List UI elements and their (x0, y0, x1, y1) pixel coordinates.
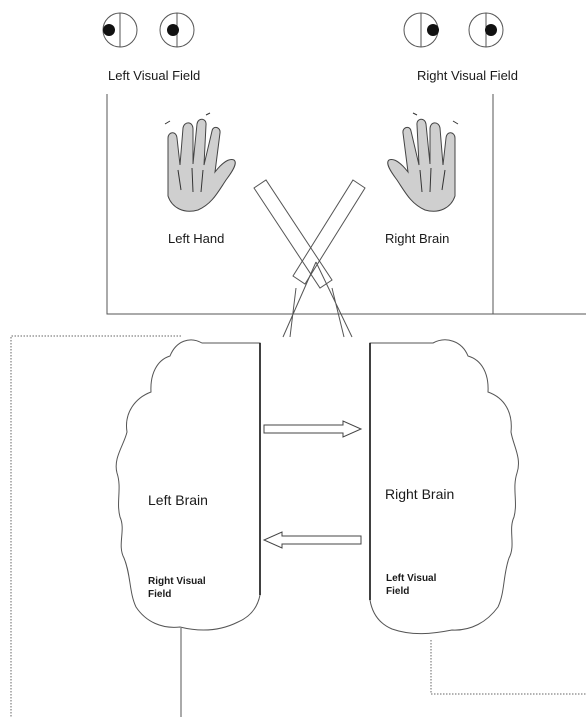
left-visual-field-label: Left Visual Field (108, 68, 200, 83)
right-field-eyes (403, 12, 504, 48)
eye-icon (102, 12, 138, 48)
left-hand-label: Left Hand (168, 231, 224, 246)
arrow-left-icon (262, 531, 362, 549)
eye-icon (403, 12, 439, 48)
right-brain-top-label: Right Brain (385, 231, 449, 246)
crossing-tube (292, 179, 366, 285)
right-visual-field-label: Right Visual Field (417, 68, 518, 83)
right-brain-field-line2: Field (386, 586, 409, 597)
right-hemisphere (369, 339, 519, 635)
stimulus-box (106, 94, 586, 315)
hand-icon (387, 112, 459, 212)
optic-lines (282, 261, 353, 338)
right-brain-label: Right Brain (385, 486, 454, 502)
eye-icon (468, 12, 504, 48)
left-field-eyes (102, 12, 195, 48)
left-brain-field-line1: Right Visual (148, 576, 206, 587)
right-pathway (430, 640, 586, 695)
arrow-right-icon (263, 420, 363, 438)
left-hemisphere (115, 339, 261, 631)
eye-icon (159, 12, 195, 48)
right-brain-field-line1: Left Visual (386, 573, 437, 584)
hand-icon (164, 112, 236, 212)
left-brain-field-line2: Field (148, 589, 171, 600)
left-brain-label: Left Brain (148, 492, 208, 508)
crossing-tube (253, 179, 333, 289)
left-pathway (10, 335, 181, 717)
